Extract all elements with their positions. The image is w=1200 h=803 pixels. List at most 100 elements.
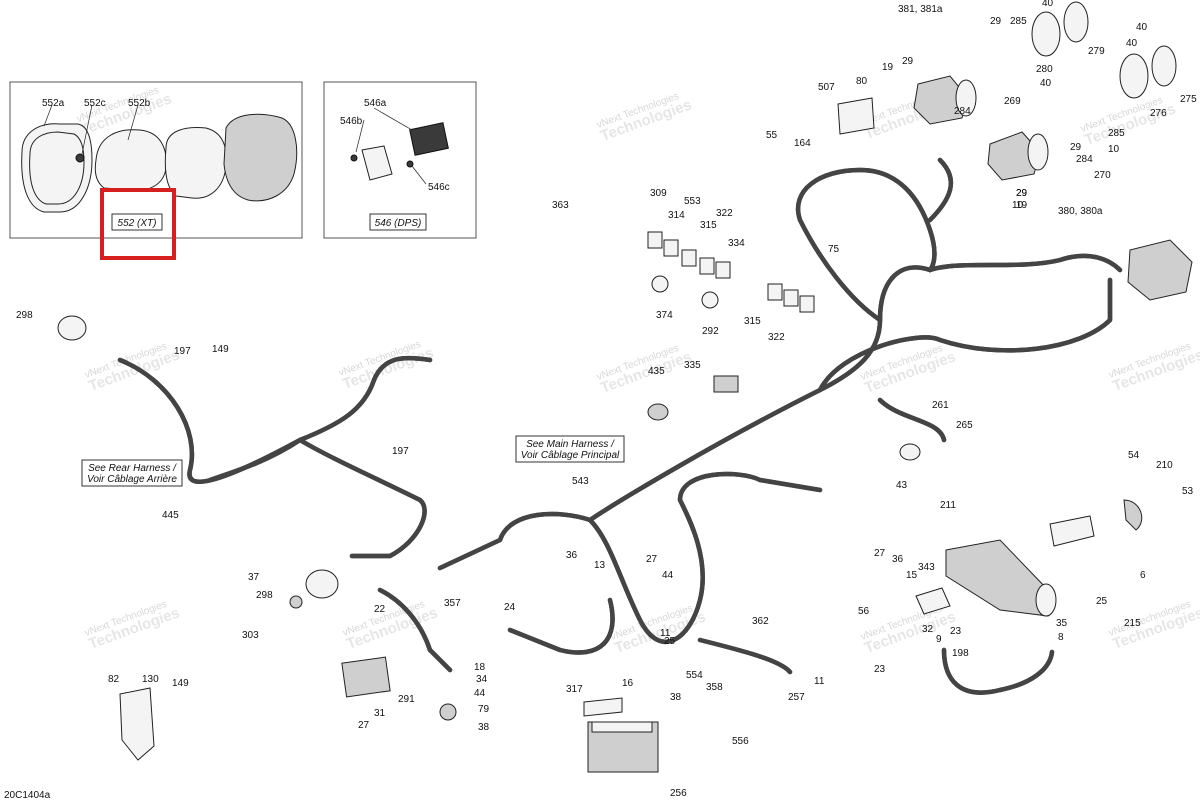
callout-label: 27: [874, 548, 886, 559]
components: [57, 1, 1193, 773]
motor-part: [913, 75, 969, 125]
callout-label: 29: [1016, 188, 1028, 199]
callout-label: 298: [256, 590, 273, 601]
callout-label: 19: [882, 62, 894, 73]
callout-label: 197: [174, 346, 191, 357]
callout-label: 215: [1124, 618, 1141, 629]
connector-part: [651, 275, 669, 293]
callout-label: 265: [956, 420, 973, 431]
callout-label: 31: [374, 708, 386, 719]
callout-label: 270: [1094, 170, 1111, 181]
callout-label: 40: [1136, 22, 1148, 33]
callout-label: 25: [664, 636, 676, 647]
callout-label: 36: [566, 550, 578, 561]
callout-label: 363: [552, 200, 569, 211]
connector-part: [701, 291, 719, 309]
dps-module-part: [409, 122, 449, 156]
callout-label: 75: [828, 244, 840, 255]
motor-flange: [1027, 133, 1049, 171]
lens-cover-part: [94, 129, 167, 191]
inset-caption: 552 (XT): [118, 218, 157, 229]
callout-label: 362: [752, 616, 769, 627]
callout-label: 285: [1010, 16, 1027, 27]
callout-label: 335: [684, 360, 701, 371]
callout-label: 322: [768, 332, 785, 343]
callout-label: 276: [1150, 108, 1167, 119]
callout-label: 275: [1180, 94, 1197, 105]
callout-label: 280: [1036, 64, 1053, 75]
callout-label: 10: [1012, 200, 1024, 211]
wire-harnesses: [117, 157, 1123, 693]
screw-part: [75, 153, 85, 163]
gasket-part: [164, 127, 227, 199]
relay-part: [767, 283, 783, 301]
figure-code: 20C1404a: [4, 790, 51, 801]
socket-part: [647, 403, 669, 421]
callout-label: 546c: [428, 182, 450, 193]
callout-label: 553: [684, 196, 701, 207]
callout-label: 29: [1016, 188, 1028, 199]
relay-part: [681, 249, 697, 267]
callout-label: 552a: [42, 98, 65, 109]
solenoid-part: [915, 587, 951, 615]
callout-label: 40: [1126, 38, 1138, 49]
callout-label: 435: [648, 366, 665, 377]
callout-label: 9: [936, 634, 942, 645]
note-rear-line2: Voir Câblage Arrière: [87, 474, 177, 485]
callout-label: 8: [1058, 632, 1064, 643]
callout-label: 27: [358, 720, 370, 731]
module-part: [341, 656, 391, 698]
callout-label: 37: [248, 572, 260, 583]
harness-notes: See Rear Harness / Voir Câblage Arrière …: [81, 435, 625, 487]
note-box-rear: [81, 459, 183, 487]
callout-label: 35: [1056, 618, 1068, 629]
callout-label: 19: [1016, 200, 1028, 211]
callout-label: 292: [702, 326, 719, 337]
relay-part: [799, 295, 815, 313]
callout-label: 374: [656, 310, 673, 321]
light-part: [57, 315, 87, 341]
callout-label: 317: [566, 684, 583, 695]
relay-part: [783, 289, 799, 307]
callout-label: 130: [142, 674, 159, 685]
callout-label: 164: [794, 138, 811, 149]
callout-label: 343: [918, 562, 935, 573]
callout-label: 29: [902, 56, 914, 67]
winch-part: [945, 539, 1049, 617]
callout-label: 40: [1040, 78, 1052, 89]
callout-label: 291: [398, 694, 415, 705]
callout-label: 149: [172, 678, 189, 689]
callout-label: 38: [670, 692, 682, 703]
ring-part: [1031, 11, 1061, 57]
inset-caption-box: [111, 213, 163, 231]
callout-label: 44: [662, 570, 674, 581]
callout-label: 22: [374, 604, 386, 615]
callout-label: 56: [858, 606, 870, 617]
callout-label: 18: [474, 662, 486, 673]
callout-label: 36: [892, 554, 904, 565]
callout-label: 284: [954, 106, 971, 117]
callout-label: 314: [668, 210, 685, 221]
callout-label: 507: [818, 82, 835, 93]
callout-label: 211: [940, 500, 956, 511]
callout-label: 55: [766, 130, 778, 141]
screw-part: [350, 154, 358, 162]
callout-label: 44: [474, 688, 486, 699]
callout-label: 322: [716, 208, 733, 219]
callout-label: 546a: [364, 98, 387, 109]
battery-top: [591, 721, 653, 733]
callout-label: 79: [478, 704, 490, 715]
callout-label: 556: [732, 736, 749, 747]
callout-label: 298: [16, 310, 33, 321]
motor-part: [987, 131, 1041, 181]
callout-label: 24: [504, 602, 516, 613]
gauge-bezel-inner: [29, 131, 85, 205]
bracket-part: [837, 97, 875, 135]
callout-label: 6: [1140, 570, 1146, 581]
callout-label: 334: [728, 238, 745, 249]
note-rear-line1: See Rear Harness /: [88, 463, 177, 474]
callout-label: 149: [212, 344, 229, 355]
callout-label: 54: [1128, 450, 1140, 461]
